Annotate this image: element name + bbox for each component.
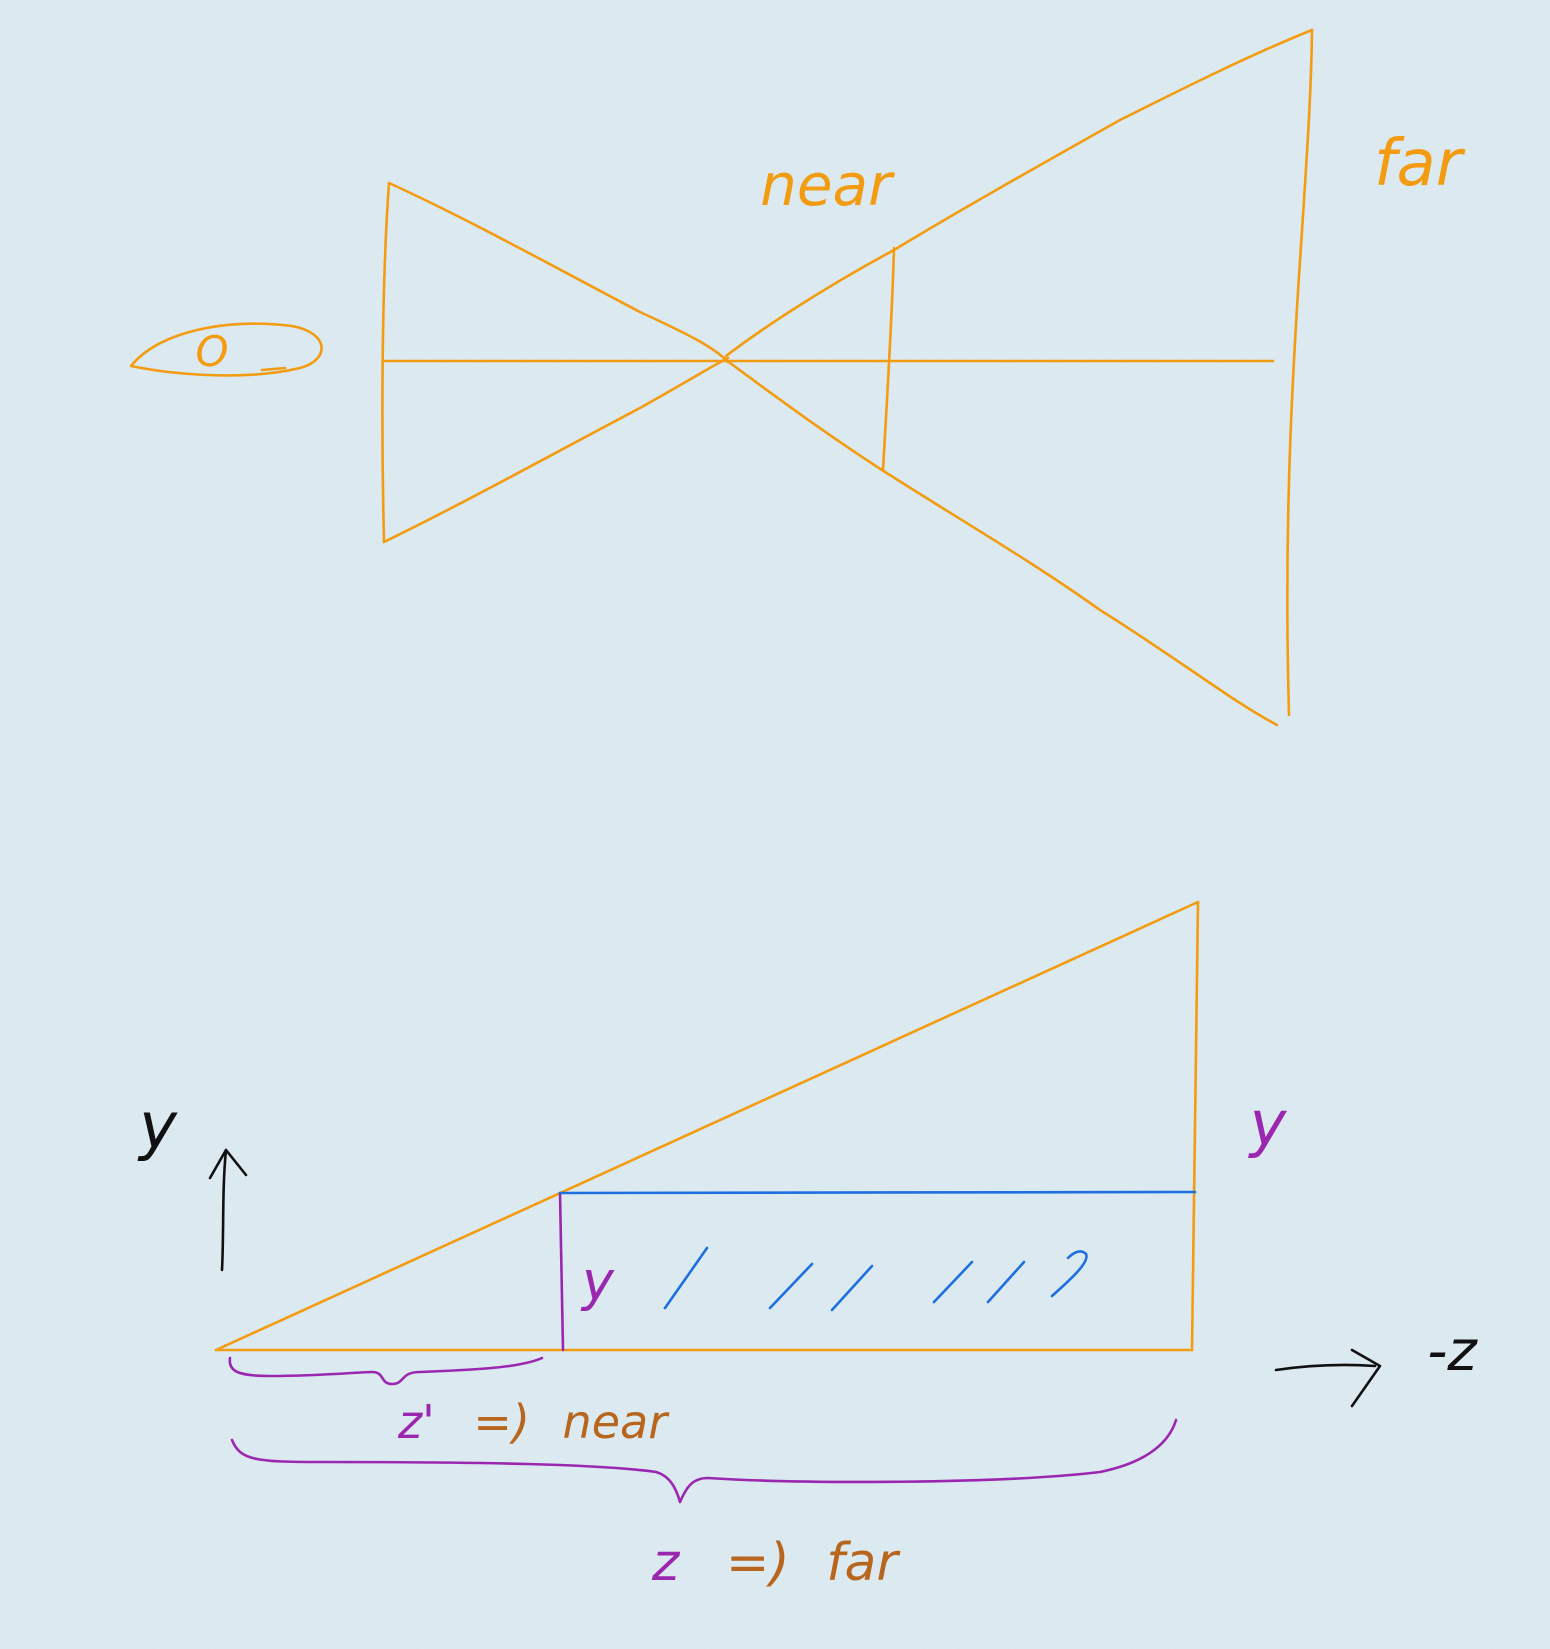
- y-axis-label: y: [137, 1090, 178, 1164]
- far-distance-brace: [230, 1418, 1178, 1504]
- far-distance-var: z: [651, 1533, 681, 1593]
- eye-lash-stroke: [260, 366, 287, 372]
- near-distance-arrow: =): [473, 1395, 530, 1449]
- z-axis-arrow-head: [1350, 1348, 1382, 1408]
- eye-label: O: [195, 327, 228, 376]
- projection-hatching: [663, 1246, 1088, 1312]
- far-label: far: [1374, 127, 1466, 201]
- side-view: y -z y y z' =) near z =: [137, 900, 1478, 1593]
- y-axis-arrow-head: [208, 1148, 248, 1180]
- hatch-mark: [932, 1260, 974, 1304]
- y-axis-arrow-shaft: [220, 1148, 228, 1272]
- near-distance-var: z': [397, 1395, 435, 1449]
- far-height-label: y: [1248, 1087, 1288, 1160]
- far-distance-arrow: =): [726, 1533, 790, 1593]
- upper-ray: [724, 28, 1314, 358]
- far-plane: [1286, 28, 1314, 717]
- near-plane: [881, 246, 896, 472]
- far-distance-word: far: [826, 1533, 901, 1593]
- left-lower-ray: [382, 356, 730, 544]
- hatch-mark: [830, 1264, 874, 1312]
- near-plane-vertical: [558, 1191, 565, 1352]
- lower-ray: [724, 358, 1279, 727]
- z-axis-arrow-shaft: [1274, 1363, 1377, 1372]
- hatch-mark: [663, 1246, 709, 1310]
- hatch-mark: [1050, 1250, 1088, 1298]
- near-distance-word: near: [563, 1395, 671, 1449]
- frustum-view: O near far: [129, 28, 1466, 727]
- hatch-mark: [768, 1262, 814, 1310]
- z-axis-label: -z: [1427, 1319, 1478, 1384]
- left-plane-edge: [381, 181, 391, 544]
- near-distance-label: z' =) near: [397, 1395, 670, 1449]
- projection-line: [558, 1190, 1197, 1195]
- near-label: near: [760, 151, 895, 219]
- hatch-mark: [986, 1260, 1026, 1304]
- eye-icon: [129, 322, 323, 377]
- left-upper-ray: [387, 181, 730, 364]
- far-plane-vertical: [1190, 900, 1200, 1352]
- near-distance-brace: [228, 1356, 544, 1386]
- frustum-hypotenuse: [214, 900, 1200, 1352]
- far-distance-label: z =) far: [651, 1533, 901, 1593]
- near-height-label: y: [580, 1250, 615, 1313]
